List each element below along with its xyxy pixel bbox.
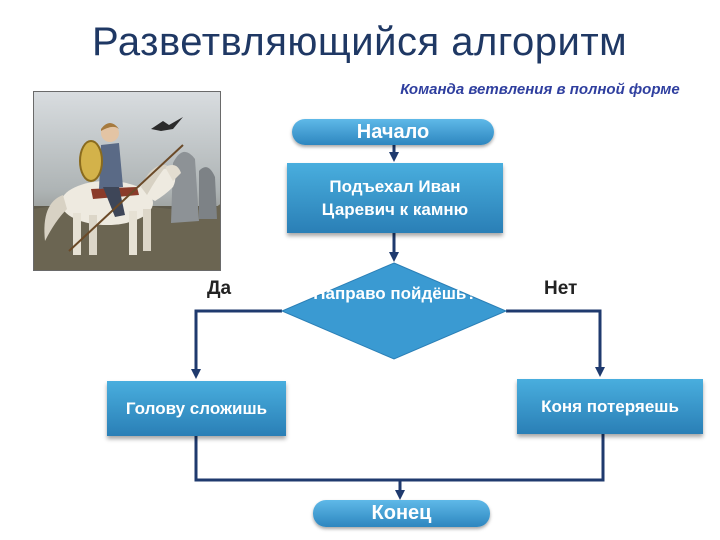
end-terminal: Конец bbox=[313, 500, 490, 527]
subtitle: Команда ветвления в полной форме bbox=[400, 81, 680, 98]
no-label: Нет bbox=[544, 278, 578, 299]
arrow-condition-to-yes bbox=[191, 309, 282, 379]
yes-branch-box: Голову сложишь bbox=[107, 381, 286, 436]
condition-label: Направо пойдёшь? bbox=[313, 284, 477, 303]
start-terminal: Начало bbox=[292, 119, 494, 145]
condition-diamond-shape bbox=[282, 263, 506, 359]
yes-label: Да bbox=[207, 278, 232, 299]
merge-line bbox=[194, 434, 605, 482]
action-box: Подъехал Иван Царевич к камню bbox=[287, 163, 503, 233]
arrow-condition-to-no bbox=[506, 309, 605, 377]
knight-illustration bbox=[33, 91, 221, 271]
page-title: Разветвляющийся алгоритм bbox=[92, 20, 628, 64]
no-branch-box: Коня потеряешь bbox=[517, 379, 703, 434]
